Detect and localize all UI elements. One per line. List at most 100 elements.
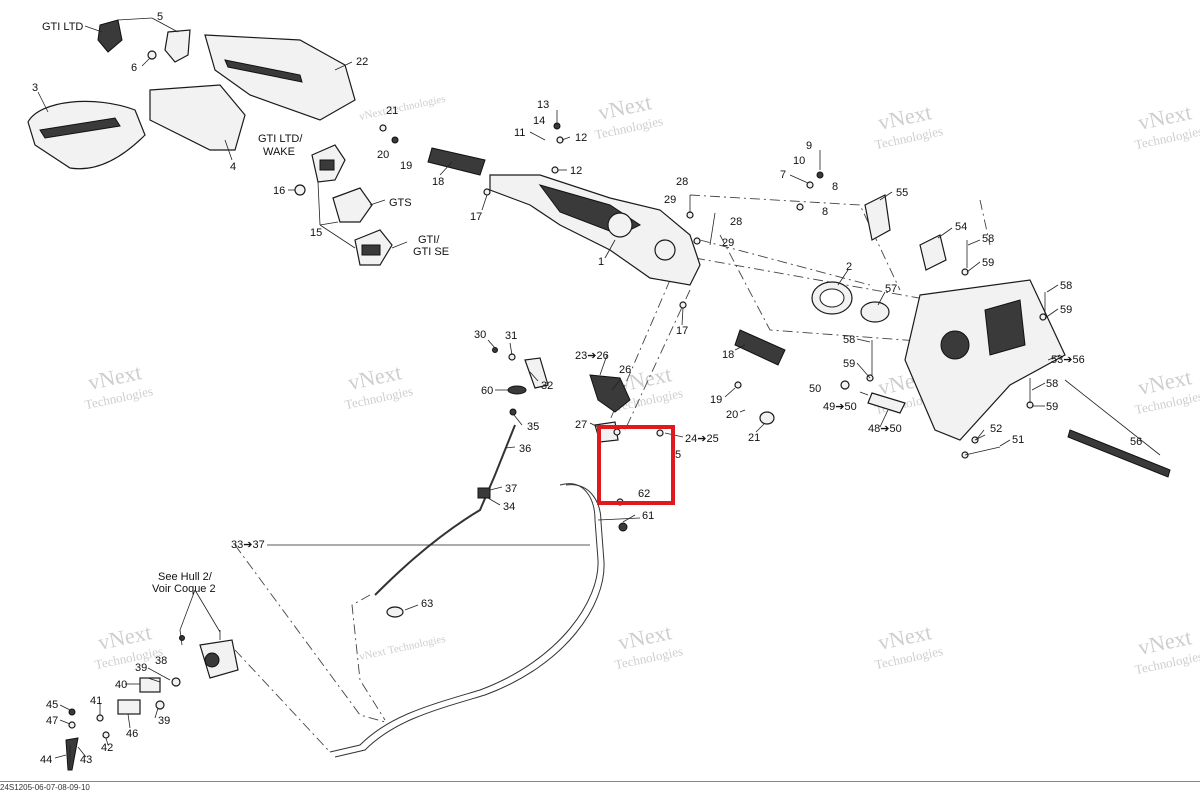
label-5b: 5 bbox=[675, 449, 681, 461]
label-36: 36 bbox=[519, 443, 531, 455]
label-59c: 59 bbox=[843, 358, 855, 370]
label-18b: 18 bbox=[722, 349, 734, 361]
watermarks: vNext Technologies vNext Technologies vN… bbox=[83, 89, 1200, 677]
part-57-bushing bbox=[860, 301, 890, 323]
label-41: 41 bbox=[90, 695, 102, 707]
label-23-26: 23➔26 bbox=[575, 350, 609, 362]
footer: 24S1205-06-07-08-09-10 bbox=[0, 781, 1200, 794]
part-1-handlebar bbox=[489, 174, 701, 286]
label-2: 2 bbox=[846, 261, 852, 273]
part-34-cable-sleeve bbox=[477, 487, 491, 499]
label-18: 18 bbox=[432, 176, 444, 188]
label-40: 40 bbox=[115, 679, 127, 691]
label-21b: 21 bbox=[748, 432, 760, 444]
label-20: 20 bbox=[377, 149, 389, 161]
label-gti-gti-se: GTI/ GTI SE bbox=[413, 234, 449, 258]
label-8b: 8 bbox=[822, 206, 828, 218]
label-4: 4 bbox=[230, 161, 236, 173]
part-44-bolt bbox=[65, 737, 79, 771]
label-56: 56 bbox=[1130, 436, 1142, 448]
watermark-small: vNext Technologies bbox=[358, 93, 447, 123]
part-6-washer bbox=[147, 50, 157, 60]
label-28a: 28 bbox=[676, 176, 688, 188]
label-15: 15 bbox=[310, 227, 322, 239]
label-13: 13 bbox=[537, 99, 549, 111]
label-5: 5 bbox=[157, 11, 163, 23]
label-20b: 20 bbox=[726, 409, 738, 421]
part-18-grip-left bbox=[427, 147, 486, 176]
label-12b: 12 bbox=[570, 165, 582, 177]
label-60: 60 bbox=[481, 385, 493, 397]
label-22: 22 bbox=[356, 56, 368, 68]
label-29b: 29 bbox=[722, 237, 734, 249]
part-56-strip bbox=[1067, 429, 1171, 478]
label-43: 43 bbox=[80, 754, 92, 766]
label-11: 11 bbox=[514, 127, 525, 139]
label-see-hull: See Hull 2/ Voir Coque 2 bbox=[152, 571, 216, 595]
label-57: 57 bbox=[885, 283, 897, 295]
part-16-ring bbox=[294, 184, 306, 196]
label-29a: 29 bbox=[664, 194, 676, 206]
label-28b: 28 bbox=[730, 216, 742, 228]
label-44: 44 bbox=[40, 754, 52, 766]
label-gti-gti-se-2: GTI SE bbox=[413, 246, 449, 258]
part-18-grip-right bbox=[734, 329, 786, 366]
label-gti-ltd-wake: GTI LTD/ WAKE bbox=[258, 133, 305, 158]
label-6: 6 bbox=[131, 62, 137, 74]
part-4-cover bbox=[149, 84, 246, 151]
part-3-cover bbox=[27, 100, 146, 170]
label-3: 3 bbox=[32, 82, 38, 94]
part-15-cover-gti-ltd bbox=[311, 144, 346, 183]
part-46-fitting bbox=[117, 699, 141, 715]
part-63-cable-tie bbox=[386, 606, 404, 618]
part-40-fitting bbox=[139, 677, 161, 693]
label-9: 9 bbox=[806, 140, 812, 152]
callout-labels: GTI LTD 5 6 22 3 4 21 20 19 GTI LTD/ WAK… bbox=[32, 11, 1142, 766]
label-39b: 39 bbox=[158, 715, 170, 727]
label-gti-ltd: GTI LTD bbox=[42, 21, 83, 33]
label-12a: 12 bbox=[575, 132, 587, 144]
label-17: 17 bbox=[470, 211, 482, 223]
watermark-small: vNext Technologies bbox=[358, 633, 447, 663]
label-35: 35 bbox=[527, 421, 539, 433]
part-48-bracket bbox=[867, 392, 906, 414]
part-53-steering-support bbox=[904, 279, 1066, 441]
label-50: 50 bbox=[809, 383, 821, 395]
label-17b: 17 bbox=[676, 325, 688, 337]
label-61: 61 bbox=[642, 510, 654, 522]
part-55-bracket bbox=[864, 194, 891, 241]
label-42: 42 bbox=[101, 742, 113, 754]
label-19b: 19 bbox=[710, 394, 722, 406]
part-38-connector bbox=[199, 639, 239, 679]
part-60-nut bbox=[507, 385, 527, 395]
label-31: 31 bbox=[505, 330, 517, 342]
label-27: 27 bbox=[575, 419, 587, 431]
label-34: 34 bbox=[503, 501, 515, 513]
label-30: 30 bbox=[474, 329, 486, 341]
label-see-hull-1: See Hull 2/ bbox=[158, 571, 213, 583]
part-15-cover-gti bbox=[354, 229, 393, 266]
label-62: 62 bbox=[638, 488, 650, 500]
label-59d: 59 bbox=[1046, 401, 1058, 413]
label-32: 32 bbox=[541, 380, 553, 392]
label-47: 47 bbox=[46, 715, 58, 727]
label-8a: 8 bbox=[832, 181, 838, 193]
part-54-bracket bbox=[919, 234, 947, 271]
label-see-hull-2: Voir Coque 2 bbox=[152, 583, 216, 595]
label-48-50: 48➔50 bbox=[868, 423, 902, 435]
label-38: 38 bbox=[155, 655, 167, 667]
label-51: 51 bbox=[1012, 434, 1024, 446]
label-19: 19 bbox=[400, 160, 412, 172]
label-gts: GTS bbox=[389, 197, 412, 209]
label-7: 7 bbox=[780, 169, 786, 181]
label-58a: 58 bbox=[982, 233, 994, 245]
drawing-code: 24S1205-06-07-08-09-10 bbox=[0, 783, 90, 792]
label-58b: 58 bbox=[1060, 280, 1072, 292]
label-33-37: 33➔37 bbox=[231, 539, 265, 551]
label-63: 63 bbox=[421, 598, 433, 610]
label-46: 46 bbox=[126, 728, 138, 740]
part-22-shroud bbox=[204, 34, 356, 121]
part-36-throttle-cable bbox=[329, 424, 605, 758]
label-49-50: 49➔50 bbox=[823, 401, 857, 413]
